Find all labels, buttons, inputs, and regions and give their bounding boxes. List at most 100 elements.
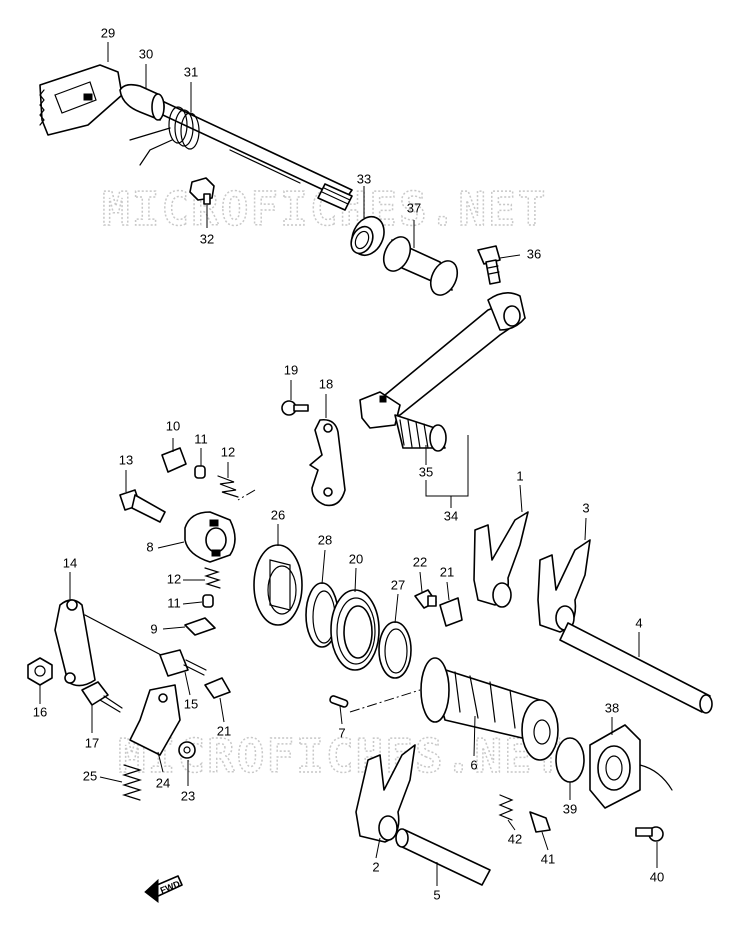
callout-38: 38 [605, 700, 619, 715]
callout-25: 25 [83, 768, 97, 783]
callout-10: 10 [166, 418, 180, 433]
callout-32: 32 [200, 231, 214, 246]
stopper-pin-11a [194, 465, 206, 479]
callout-15: 15 [184, 696, 198, 711]
cam-stud-17 [81, 681, 123, 713]
callout-37: 37 [407, 200, 421, 215]
cam-stopper-group [119, 447, 256, 636]
cam-guide-21a [204, 677, 231, 699]
stopper-spring-12b [204, 567, 221, 589]
callout-3: 3 [582, 500, 589, 515]
gearshift-lever-assembly [359, 245, 526, 452]
callout-23: 23 [181, 788, 195, 803]
gearshift-cam-6 [420, 657, 559, 761]
callout-4: 4 [635, 615, 642, 630]
callout-42: 42 [508, 831, 522, 846]
callout-21-left: 21 [217, 723, 231, 738]
cam-guide-21b [439, 597, 463, 627]
callout-30: 30 [139, 46, 153, 61]
cam-stopper-plate-group [281, 400, 346, 507]
bolt-22 [414, 589, 437, 609]
stopper-spring-12a [217, 475, 239, 498]
callout-41: 41 [541, 851, 555, 866]
return-spring [129, 106, 200, 166]
lever-bolt [477, 245, 501, 285]
neutral-switch-38 [589, 724, 673, 809]
callout-11-lower: 11 [167, 595, 181, 610]
callout-36: 36 [527, 246, 541, 261]
shift-fork-2 [355, 744, 416, 843]
shaft-bushing [382, 236, 459, 296]
neutral-switch-group [498, 724, 673, 842]
callout-13: 13 [119, 452, 133, 467]
callout-labels: 29 30 31 32 33 37 36 19 18 35 34 10 11 1… [33, 25, 664, 902]
callout-27: 27 [391, 577, 405, 592]
cam-drive-gear-26 [253, 544, 303, 626]
callout-31: 31 [184, 64, 198, 79]
cam-bearing-group [253, 544, 463, 679]
o-ring-39 [555, 737, 585, 783]
callout-2: 2 [372, 859, 379, 874]
cam-plate-arm [54, 599, 96, 687]
callout-12-upper: 12 [221, 444, 235, 459]
fork-shaft-5 [395, 828, 491, 886]
stopper-bolt [189, 177, 215, 205]
stopper-pin-11b [202, 594, 214, 608]
ball-bearing-20 [330, 589, 380, 671]
callout-9: 9 [150, 621, 157, 636]
callout-34: 34 [444, 508, 458, 523]
washer-23 [178, 741, 196, 759]
cam-pawl-24 [129, 684, 181, 756]
callout-12-lower: 12 [167, 571, 181, 586]
callout-5: 5 [433, 887, 440, 902]
forward-direction-marker: FWD [144, 875, 183, 904]
callout-16: 16 [33, 704, 47, 719]
callout-14: 14 [63, 555, 77, 570]
callout-40: 40 [650, 869, 664, 884]
shift-fork-3 [537, 539, 591, 633]
callout-24: 24 [156, 775, 170, 790]
contact-spring-42 [498, 794, 514, 821]
callout-20: 20 [349, 551, 363, 566]
callout-1: 1 [516, 468, 523, 483]
gearshift-cam-group [329, 657, 559, 761]
stopper-bolt-13 [119, 489, 166, 523]
gearshift-shaft-assembly [39, 64, 459, 296]
callout-11-upper: 11 [194, 431, 208, 446]
callout-19: 19 [284, 362, 298, 377]
shift-fork-group [355, 511, 713, 886]
pedal-rubber [394, 414, 447, 452]
callout-8: 8 [146, 539, 153, 554]
plate-screw [281, 400, 309, 416]
fork-shaft-4 [559, 622, 713, 714]
callout-29: 29 [101, 25, 115, 40]
retaining-ring-27 [378, 621, 412, 679]
callout-7: 7 [338, 725, 345, 740]
cam-stopper-body [184, 511, 236, 563]
switch-screw-40 [635, 826, 664, 842]
cam-pin-7 [329, 695, 349, 708]
pawl-spring-25 [121, 764, 143, 801]
leader-lines [39, 42, 658, 886]
shift-quadrant-plate [39, 64, 123, 136]
stopper-pawl-9 [184, 617, 216, 636]
callout-21-right: 21 [440, 564, 454, 579]
cam-stopper-plate [309, 418, 346, 507]
cam-plate-group [27, 599, 231, 801]
callout-39: 39 [563, 801, 577, 816]
callout-26: 26 [271, 507, 285, 522]
callout-6: 6 [470, 757, 477, 772]
forward-direction-label: FWD [159, 878, 182, 895]
hex-nut-16 [27, 657, 53, 686]
callout-18: 18 [319, 376, 333, 391]
stopper-pawl-10 [161, 447, 187, 473]
oil-seal [350, 215, 385, 257]
callout-17: 17 [85, 735, 99, 750]
contact-plunger-41 [529, 811, 551, 833]
cam-bolt-15 [159, 649, 207, 677]
callout-35: 35 [419, 464, 433, 479]
callout-22: 22 [413, 554, 427, 569]
callout-33: 33 [357, 171, 371, 186]
callout-28: 28 [318, 532, 332, 547]
